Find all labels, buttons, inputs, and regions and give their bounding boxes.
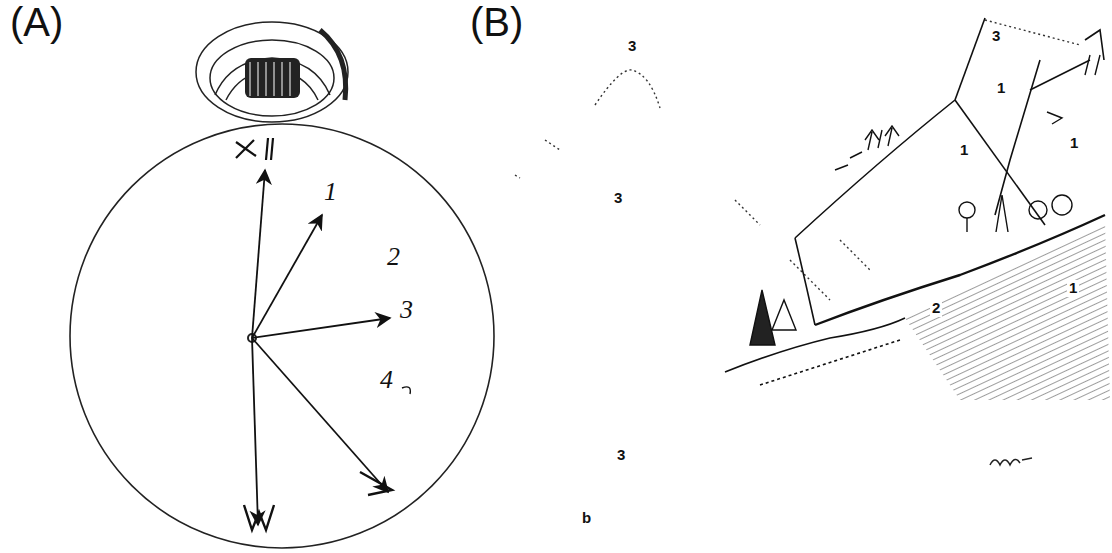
callout-number: 1 <box>1068 135 1080 152</box>
callout-number: 3 <box>990 28 1002 45</box>
head-sketch <box>196 22 348 122</box>
panel-label: (B) <box>468 0 525 44</box>
outline-circle <box>70 124 494 548</box>
callout-number: 1 <box>958 142 970 159</box>
callout-number: 1 <box>322 178 339 207</box>
callout-number: 3 <box>398 296 415 325</box>
callout-number: 3 <box>615 447 627 464</box>
callout-number: 1 <box>995 80 1007 97</box>
callout-number: 3 <box>612 190 624 207</box>
mountain-sketch <box>515 20 1080 300</box>
callout-number: 1 <box>1067 280 1079 297</box>
callout-number: 2 <box>385 243 402 272</box>
panel-label: (A) <box>8 0 65 44</box>
sub-panel-letter: b <box>580 510 593 527</box>
signature-scribble <box>990 458 1032 465</box>
callout-number: 4 <box>378 366 395 395</box>
tree-symbols <box>750 55 1100 345</box>
callout-number: 3 <box>626 38 638 55</box>
callout-number: 2 <box>930 300 942 317</box>
direction-arrows <box>236 138 410 530</box>
hatched-slope <box>905 222 1110 400</box>
